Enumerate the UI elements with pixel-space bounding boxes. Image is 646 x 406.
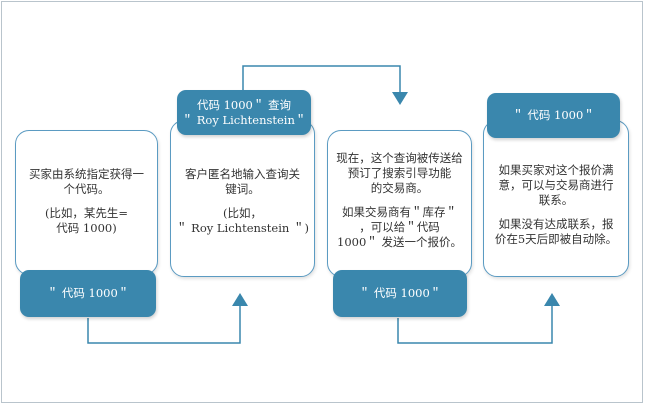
connector-1-to-2: [87, 306, 241, 344]
step-2-query-badge: 代码 1000＂ 查询 ＂ Roy Lichtenstein＂: [177, 90, 311, 135]
step-1-card: 买家由系统指定获得一个代码。 (比如，某先生=代码 1000): [15, 130, 158, 275]
step-2-card: 客户匿名地输入查询关键词。 (比如，＂ Roy Lichtenstein ＂): [170, 120, 315, 277]
text-line: 个代码。: [63, 182, 110, 196]
arrow-up-icon: [544, 293, 560, 306]
badge-label: ＂ 代码 1000＂: [512, 108, 595, 122]
text-line: 如果买家对这个报价满: [498, 163, 614, 177]
text-line: 价在5天后即被自动除。: [494, 232, 618, 246]
text-line: ＂ Roy Lichtenstein ＂): [176, 221, 309, 235]
step-3-description: 现在，这个查询被传送给预订了搜索引导功能的交易商。 如果交易商有＂库存＂，可以给…: [328, 151, 471, 250]
badge-label: ＂ 代码 1000＂: [358, 286, 442, 300]
text-line: 代码 1000): [56, 221, 117, 235]
text-line: 意，可以与交易商进行: [498, 178, 614, 192]
text-line: 如果交易商有＂库存＂: [342, 205, 457, 219]
text-line: ，可以给＂代码: [359, 220, 440, 234]
step-3-card: 现在，这个查询被传送给预订了搜索引导功能的交易商。 如果交易商有＂库存＂，可以给…: [327, 130, 472, 277]
arrow-up-icon: [232, 293, 248, 306]
text-line: (比如，某先生=: [44, 206, 129, 220]
text-line: (比如，: [223, 206, 262, 220]
badge-label: 代码 1000＂ 查询: [196, 97, 292, 112]
text-line: 1000＂ 发送一个报价。: [337, 235, 462, 249]
step-4-code-badge: ＂ 代码 1000＂: [487, 93, 620, 138]
step-1-description: 买家由系统指定获得一个代码。 (比如，某先生=代码 1000): [16, 167, 157, 236]
step-3-code-badge: ＂ 代码 1000＂: [333, 270, 467, 317]
text-line: 联系。: [538, 193, 574, 207]
step-4-card: 如果买家对这个报价满意，可以与交易商进行联系。 如果没有达成联系，报价在5天后即…: [483, 120, 629, 277]
step-2-description: 客户匿名地输入查询关键词。 (比如，＂ Roy Lichtenstein ＂): [171, 167, 314, 236]
connector-2-to-3: [242, 65, 401, 92]
text-line: 现在，这个查询被传送给: [336, 151, 463, 165]
arrow-down-icon: [392, 92, 408, 105]
badge-label: ＂ Roy Lichtenstein＂: [181, 112, 307, 127]
text-line: 如果没有达成联系，报: [498, 217, 614, 231]
text-line: 预订了搜索引导功能: [347, 166, 452, 180]
text-line: 买家由系统指定获得一: [29, 167, 144, 181]
text-line: 客户匿名地输入查询关: [185, 167, 300, 181]
step-4-description: 如果买家对这个报价满意，可以与交易商进行联系。 如果没有达成联系，报价在5天后即…: [484, 163, 628, 247]
text-line: 键词。: [225, 182, 260, 196]
step-1-code-badge: ＂ 代码 1000＂: [20, 270, 156, 317]
text-line: 的交易商。: [370, 181, 429, 195]
badge-label: ＂ 代码 1000＂: [46, 286, 130, 300]
connector-3-to-4: [397, 306, 553, 344]
